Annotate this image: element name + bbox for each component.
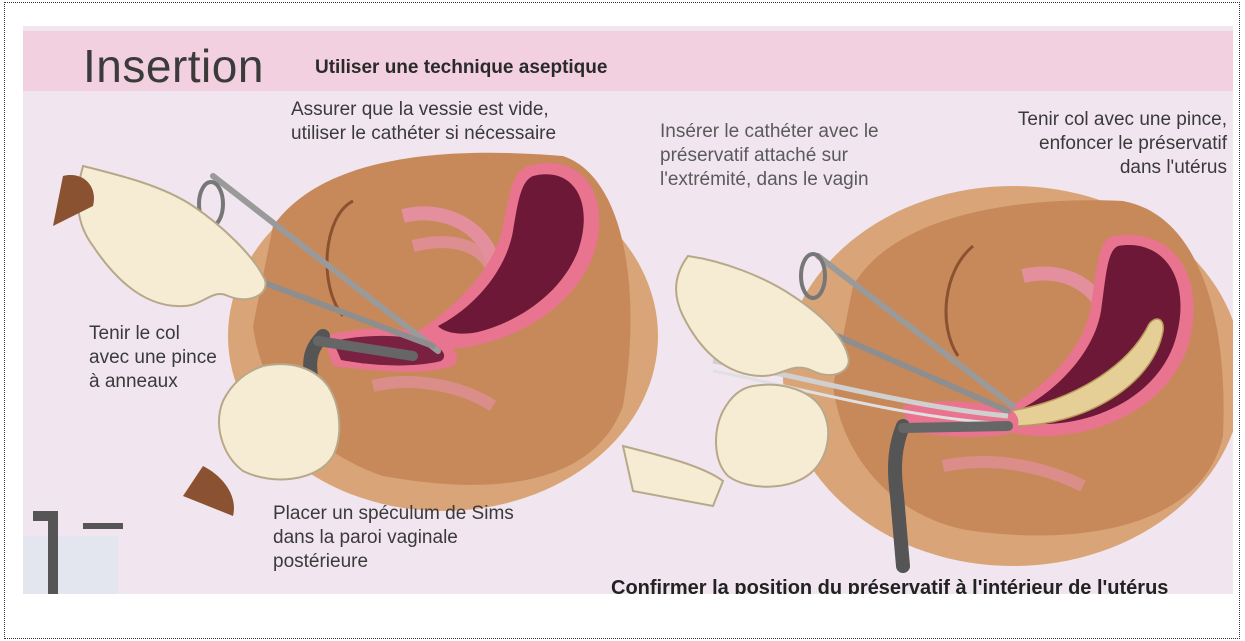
label-cervix-left-line3: à anneaux — [89, 370, 217, 394]
label-catheter-line2: préservatif attaché sur — [660, 144, 879, 168]
label-bladder-line2: utiliser le cathéter si nécessaire — [291, 122, 556, 146]
label-catheter-line3: l'extrémité, dans le vagin — [660, 168, 879, 192]
label-cervix-right-line2: enfoncer le préservatif — [1018, 132, 1227, 156]
label-confirm: Confirmer la position du préservatif à l… — [611, 576, 1168, 594]
label-cervix-right-line3: dans l'utérus — [1018, 156, 1227, 180]
label-cervix-left-line1: Tenir le col — [89, 322, 217, 346]
label-cervix-right: Tenir col avec une pince, enfoncer le pr… — [1018, 108, 1227, 180]
label-cervix-left: Tenir le col avec une pince à anneaux — [89, 322, 217, 394]
label-speculum: Placer un spéculum de Sims dans la paroi… — [273, 502, 514, 574]
label-cervix-left-line2: avec une pince — [89, 346, 217, 370]
right-anatomy — [623, 186, 1233, 566]
label-cervix-right-line1: Tenir col avec une pince, — [1018, 108, 1227, 132]
label-speculum-line2: dans la paroi vaginale — [273, 526, 514, 550]
label-speculum-line1: Placer un spéculum de Sims — [273, 502, 514, 526]
label-bladder-line1: Assurer que la vessie est vide, — [291, 98, 556, 122]
label-speculum-line3: postérieure — [273, 550, 514, 574]
label-bladder: Assurer que la vessie est vide, utiliser… — [291, 98, 556, 146]
label-catheter: Insérer le cathéter avec le préservatif … — [660, 120, 879, 192]
diagram-panel: Insertion Utiliser une technique aseptiq… — [23, 26, 1233, 594]
label-catheter-line1: Insérer le cathéter avec le — [660, 120, 879, 144]
